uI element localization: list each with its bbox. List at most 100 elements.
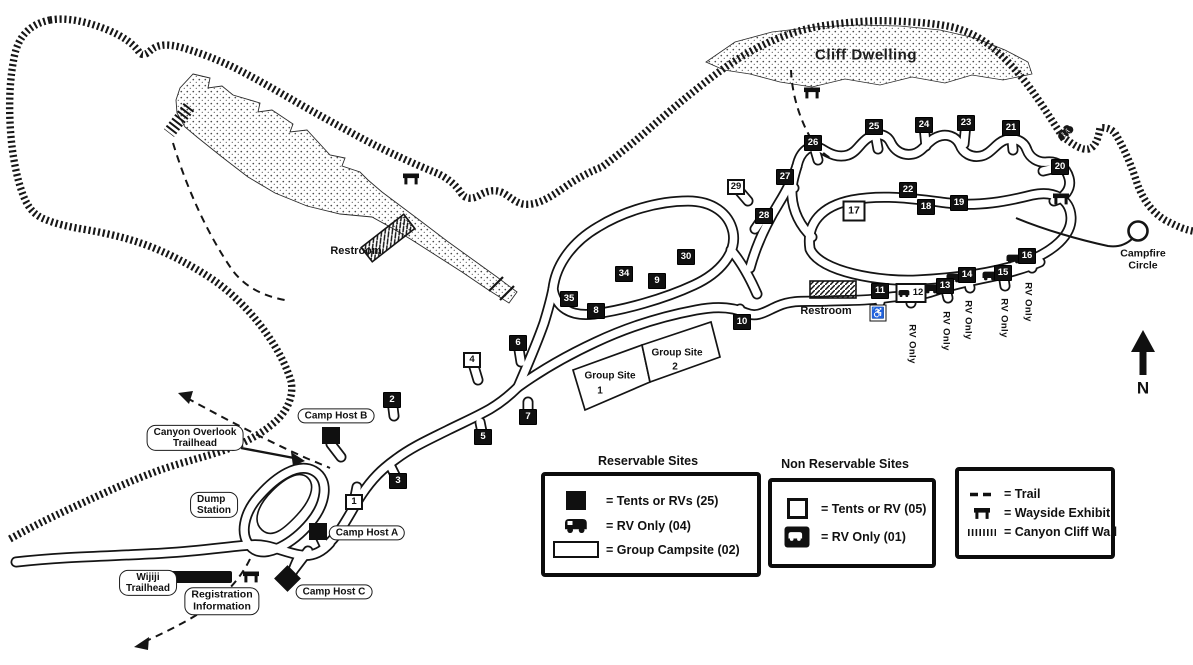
legend-item-text: = Tents or RVs (25) [606,493,719,508]
road [549,197,738,319]
legend-item-text: = Group Campsite (02) [606,542,740,557]
site-marker-27: 27 [776,169,794,185]
road [327,440,345,461]
site-number: 12 [912,287,924,299]
wijiji-trail [143,558,251,643]
legend-item: = Wayside Exhibit [967,506,1110,520]
road [793,130,1074,205]
site-marker-22: 22 [899,182,917,198]
site-marker-1: 1 [345,494,363,510]
legend-item: = RV Only (04) [553,517,749,534]
legend-nonreservable-box: = Tents or RV (05) = RV Only (01) [768,478,936,568]
site-marker-28: 28 [755,208,773,224]
trail-arrowhead-sw [134,637,149,650]
legend-item-text: = Tents or RV (05) [821,501,927,516]
site-marker-29: 29 [727,179,745,195]
legend-item: = Tents or RVs (25) [553,491,749,510]
site-marker-23: 23 [957,115,975,131]
rv-inverse-icon [780,526,814,548]
road [788,162,816,241]
cliff-dwelling-area [705,24,1033,88]
site-marker-13: 13 [936,278,954,294]
road [727,246,761,298]
legend-item-text: = Wayside Exhibit [1004,506,1111,520]
legend-reservable-title: Reservable Sites [597,454,699,468]
crossing-ticks [488,276,515,301]
rv-only-label: RV Only [940,311,952,351]
site-marker-25: 25 [865,119,883,135]
group-campsite-rect-icon [553,541,599,558]
north-arrow-icon [1131,330,1155,375]
canyon-descent-trail [172,142,291,302]
site-marker-19: 19 [950,195,968,211]
site-marker-11: 11 [871,283,889,299]
camp-host-a-label: Camp Host A [328,525,406,541]
group-site-2-pad [641,320,722,384]
cliff-wall-icon [967,528,997,537]
road [514,285,557,391]
site-marker-30: 30 [677,249,695,265]
wayside-table-icon [967,507,997,520]
site-marker-20: 20 [1051,159,1069,175]
site-marker-17: 17 [842,200,866,222]
cliff-dwelling-foot-trail [790,69,835,161]
site-marker-26: 26 [804,135,822,151]
rv-only-label: RV Only [962,300,974,340]
road [240,464,328,556]
rv-only-label: RV Only [906,324,918,364]
black-square-icon [553,491,599,510]
campfire-circle-symbol [1127,220,1149,242]
legend-item: = Canyon Cliff Wall [967,525,1117,539]
camp-host-a-marker [309,523,327,540]
restroom-lower-building [809,280,857,299]
legend-item: = Tents or RV (05) [780,498,927,519]
legend-reservable-box: = Tents or RVs (25) = RV Only (04) = Gro… [541,472,761,577]
registration-building [168,571,232,583]
dashed-line-icon [967,492,997,497]
group-site-2-number: 2 [672,361,678,373]
group-site-2-label: Group Site [651,347,703,359]
wayside-exhibit-icon [403,173,419,185]
site-marker-12: 12 [895,283,927,303]
road [514,258,1044,391]
white-square-icon [780,498,814,519]
wayside-exhibit-icon [243,571,259,583]
site-marker-8: 8 [587,303,605,319]
legend-item-text: = Canyon Cliff Wall [1004,525,1118,539]
rv-only-label: RV Only [1022,282,1034,322]
trailhead-pointer-arrowhead [291,452,305,466]
wayside-exhibit-icon [804,87,820,99]
north-label: N [1136,378,1150,398]
trailhead-pointer-arrow [240,446,295,460]
legend-item-text: = RV Only (04) [606,518,691,533]
site-marker-9: 9 [648,273,666,289]
site-marker-2: 2 [383,392,401,408]
stairs-icon [163,103,195,137]
legend-item-text: = RV Only (01) [821,530,906,544]
canyon-cliff-wall-west [5,16,296,544]
restroom-upper-label: Restroom [330,244,382,257]
site-marker-21: 21 [1002,120,1020,136]
restroom-lower-label: Restroom [800,304,852,317]
campfire-circle-label: Campfire Circle [1120,247,1166,271]
dump-station-label: Dump Station [190,491,238,519]
legend-item: = RV Only (01) [780,526,924,548]
site-marker-6: 6 [509,335,527,351]
camp-host-b-marker [322,427,340,444]
canyon-cliff-wall-north [49,15,1193,235]
legend-item: = Group Campsite (02) [553,541,749,558]
site-marker-14: 14 [958,267,976,283]
site-marker-24: 24 [915,117,933,133]
site-marker-5: 5 [474,429,492,445]
camp-host-b-label: Camp Host B [297,408,375,424]
site-marker-16: 16 [1018,248,1036,264]
legend-nonreservable-title: Non Reservable Sites [781,457,909,471]
camp-host-c-label: Camp Host C [295,584,373,600]
site-marker-34: 34 [615,266,633,282]
site-marker-15: 15 [994,265,1012,281]
cliff-dwelling-label: Cliff Dwelling [815,46,917,64]
campfire-path [1015,217,1134,248]
canyon-overlook-trailhead-label: Canyon Overlook Trailhead [146,424,244,452]
legend-item-text: = Trail [1004,487,1041,501]
canyon-overlook-trail [186,397,331,469]
